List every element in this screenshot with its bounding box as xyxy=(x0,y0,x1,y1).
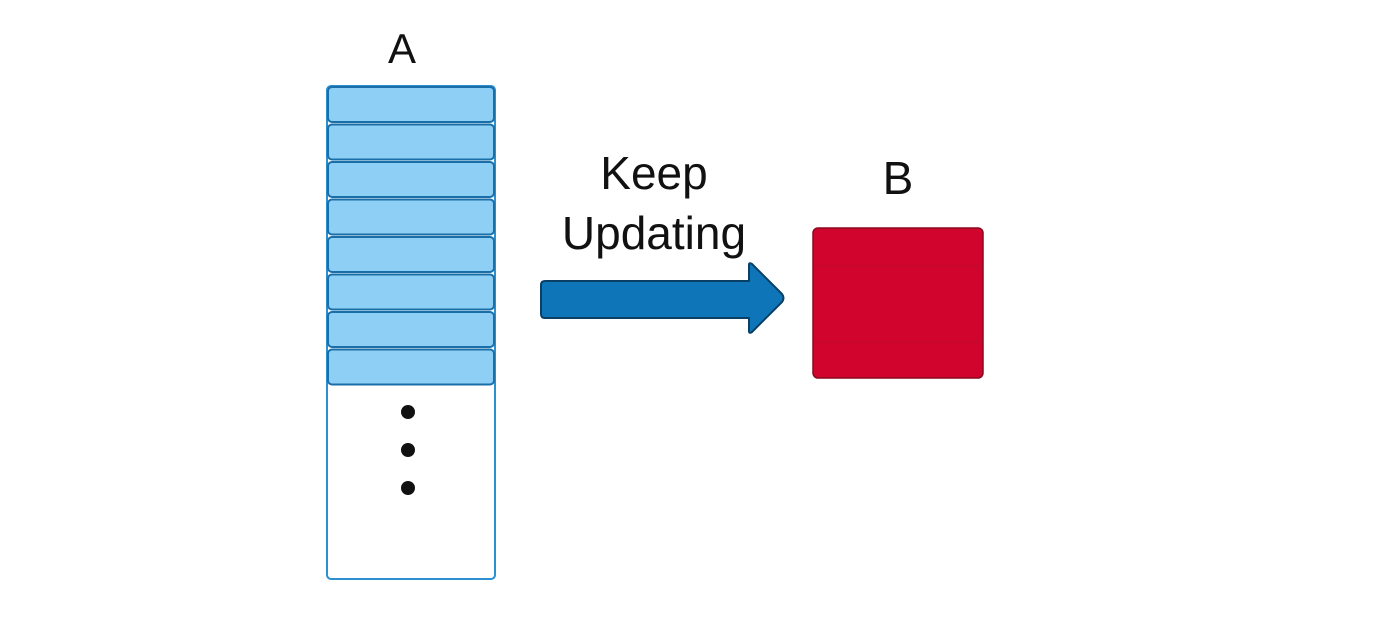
block-b: B xyxy=(812,152,984,379)
continuation-dot xyxy=(401,443,415,457)
stack-slot xyxy=(327,311,495,348)
stack-a-slots xyxy=(327,86,495,386)
block-b-label: B xyxy=(883,152,914,204)
stack-slot xyxy=(327,86,495,123)
stack-slot xyxy=(327,123,495,161)
stack-slot xyxy=(327,161,495,198)
stack-a-label: A xyxy=(388,25,416,72)
right-arrow-icon xyxy=(540,262,785,334)
stack-a: A xyxy=(326,25,496,580)
block-b-box xyxy=(812,227,984,379)
stack-slot xyxy=(327,273,495,311)
continuation-dot xyxy=(401,481,415,495)
update-arrow: Keep Updating xyxy=(540,147,785,334)
arrow-label-line2: Updating xyxy=(562,207,746,259)
stack-slot xyxy=(327,348,495,386)
more-slots-dots xyxy=(401,405,415,495)
continuation-dot xyxy=(401,405,415,419)
arrow-label-line1: Keep xyxy=(600,147,707,199)
stack-slot xyxy=(327,236,495,273)
stack-slot xyxy=(327,198,495,236)
